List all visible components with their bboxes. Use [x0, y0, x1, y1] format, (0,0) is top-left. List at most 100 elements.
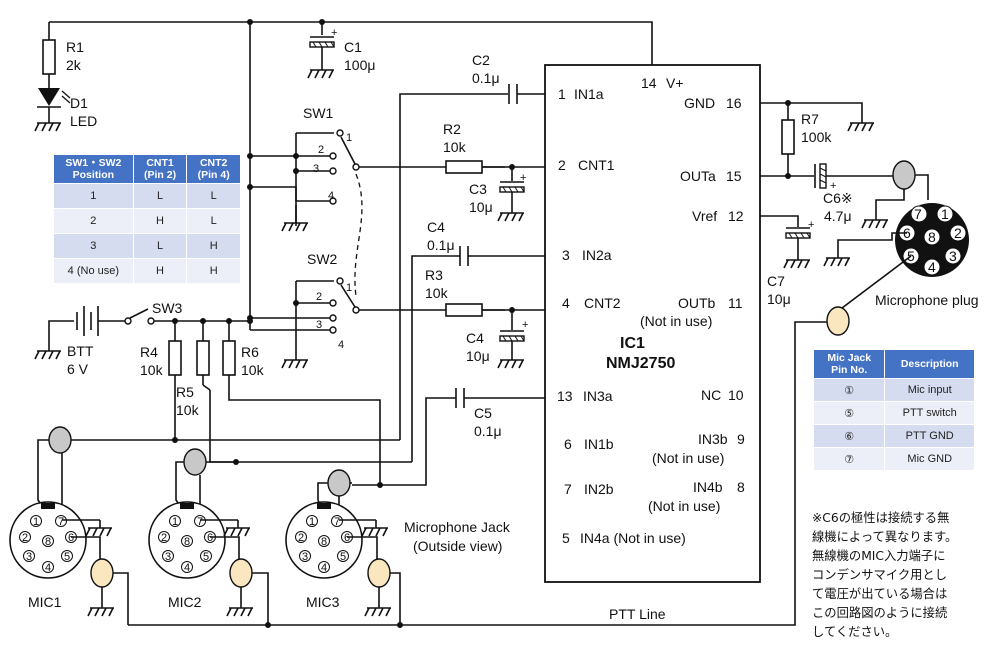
mic3-pin3: 3	[302, 551, 308, 563]
ic1-part: NMJ2750	[606, 355, 675, 372]
mic3-jack: 1 7 2 8 6 3 5 4 MIC3	[285, 469, 401, 625]
note-line: してください。	[812, 625, 898, 639]
pin-5-num: 5	[562, 530, 570, 546]
mic1-pin6: 6	[68, 532, 74, 544]
pin-11-name: OUTb	[678, 295, 716, 311]
capacitor-c4-coupling: C4 0.1μ	[411, 219, 545, 462]
c3-label: C3	[469, 181, 487, 197]
c7-label: C7	[767, 273, 785, 289]
mic3-pin6: 6	[344, 532, 350, 544]
resistor-r1: R1 2k	[42, 39, 84, 88]
r7-label: R7	[801, 111, 819, 127]
r6-label: R6	[241, 344, 259, 360]
ic1-chip: IC1 NMJ2750 1 IN1a 2 CNT1 3 IN2a 4 CNT2 …	[544, 64, 761, 583]
r3-value: 10k	[425, 285, 449, 301]
resistor-r6: R6 10k	[222, 321, 381, 485]
mic3-pin5: 5	[340, 551, 346, 563]
pin-13-num: 13	[557, 388, 573, 404]
pin-10-num: 10	[728, 387, 744, 403]
plug-pin3: 3	[949, 248, 957, 264]
c3-plus: +	[520, 172, 526, 184]
mic2-pin2: 2	[161, 532, 167, 544]
mic2-pin1: 1	[172, 516, 178, 528]
pin-9-name: IN3b	[698, 431, 728, 447]
c4b-label: C4	[466, 330, 484, 346]
mic2-pin7: 7	[197, 516, 203, 528]
pin-5-name: IN4a (Not in use)	[580, 530, 686, 546]
mic1-pin3: 3	[26, 551, 32, 563]
ptt-line: PTT Line	[128, 321, 828, 628]
r1-value: 2k	[66, 57, 82, 73]
pin-3-name: IN2a	[582, 247, 612, 263]
r2-value: 10k	[443, 139, 467, 155]
pin-15-num: 15	[726, 168, 742, 184]
pin-9-note: (Not in use)	[652, 450, 724, 466]
resistor-r4: R4 10k	[140, 321, 182, 440]
sw1-pos3: 3	[313, 163, 319, 175]
capacitor-c5: C5 0.1μ	[377, 388, 545, 486]
mic1-pin2: 2	[22, 532, 28, 544]
switch-table-header-cnt1: CNT1(Pin 2)	[132, 154, 188, 184]
pin-7-name: IN2b	[584, 481, 614, 497]
pin-9-num: 9	[737, 431, 745, 447]
c1-value: 100μ	[344, 57, 375, 73]
pin-table-header-description: Description	[884, 349, 975, 379]
pin-14-num: 14	[641, 75, 657, 91]
led-d1: D1 LED	[34, 88, 97, 132]
mic3-pin4: 4	[321, 562, 327, 574]
r5-label: R5	[176, 384, 194, 400]
capacitor-c4-filter: + C4 10μ	[466, 307, 528, 369]
plug-pin8: 8	[928, 229, 936, 245]
c2-label: C2	[472, 52, 490, 68]
pin-8-name: IN4b	[693, 479, 723, 495]
pin-4-name: CNT2	[584, 295, 621, 311]
c1-label: C1	[344, 39, 362, 55]
switch-sw3[interactable]: SW3	[124, 300, 253, 325]
note-line: 線機によって異なります。	[812, 530, 958, 544]
capacitor-c6: + C6※ 4.7μ	[760, 163, 893, 224]
pin-2-name: CNT1	[578, 157, 615, 173]
r6-value: 10k	[241, 362, 265, 378]
note-line: て電圧が出ている場合は	[812, 587, 948, 601]
pin-14-name: V+	[666, 75, 684, 91]
btt-label: BTT	[67, 343, 94, 359]
sw1-pos4: 4	[328, 190, 334, 202]
sw2-pos4: 4	[338, 339, 344, 351]
resistor-r5: R5 10k	[176, 321, 211, 418]
sw1-pos2: 2	[318, 144, 324, 156]
mic1-pin8: 8	[45, 536, 51, 548]
resistor-r7: R7 100k	[781, 103, 832, 179]
d1-label: D1	[70, 95, 88, 111]
plug-pin2: 2	[954, 225, 962, 241]
mic3-pin7: 7	[334, 516, 340, 528]
pin-6-num: 6	[564, 436, 572, 452]
pin-6-name: IN1b	[584, 436, 614, 452]
pin-12-name: Vref	[692, 208, 717, 224]
ptt-line-label: PTT Line	[609, 606, 666, 622]
r4-label: R4	[140, 344, 158, 360]
capacitor-c1: + C1 100μ	[307, 27, 375, 79]
capacitor-c2: C2 0.1μ	[399, 52, 545, 440]
mic2-pin4: 4	[184, 562, 190, 574]
supply-rail	[48, 19, 653, 330]
r5-value: 10k	[176, 402, 200, 418]
switch-link	[354, 173, 363, 297]
mic2-pin5: 5	[203, 551, 209, 563]
capacitor-c3: + C3 10μ	[469, 164, 526, 222]
pin-11-note: (Not in use)	[640, 313, 712, 329]
mic2-label: MIC2	[168, 594, 202, 610]
r7-value: 100k	[801, 129, 832, 145]
